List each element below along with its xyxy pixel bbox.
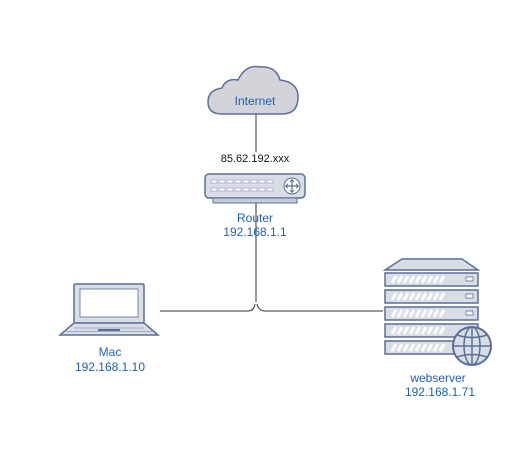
- internet-label: Internet: [235, 94, 276, 108]
- router-ip: 192.168.1.1: [223, 225, 287, 239]
- mac-ip: 192.168.1.10: [75, 360, 145, 374]
- globe-icon: [452, 326, 492, 366]
- webserver-ip: 192.168.1.71: [405, 385, 475, 399]
- cloud-icon: [207, 65, 299, 115]
- webserver-node[interactable]: webserver 192.168.1.71: [382, 258, 492, 399]
- webserver-label: webserver: [409, 371, 465, 385]
- router-icon: [204, 173, 306, 204]
- internet-node[interactable]: Internet: [207, 65, 299, 115]
- mac-node[interactable]: Mac 192.168.1.10: [57, 283, 161, 374]
- mac-link: [160, 303, 256, 312]
- web-server-icon: [382, 258, 492, 366]
- router-node[interactable]: 85.62.192.xxx Router 192.168.1.1: [204, 153, 306, 239]
- connections: [160, 114, 383, 312]
- mac-label: Mac: [99, 345, 122, 359]
- laptop-icon: [57, 283, 161, 336]
- router-wan-ip: 85.62.192.xxx: [221, 153, 290, 165]
- webserver-link: [256, 303, 383, 312]
- router-label: Router: [237, 211, 273, 225]
